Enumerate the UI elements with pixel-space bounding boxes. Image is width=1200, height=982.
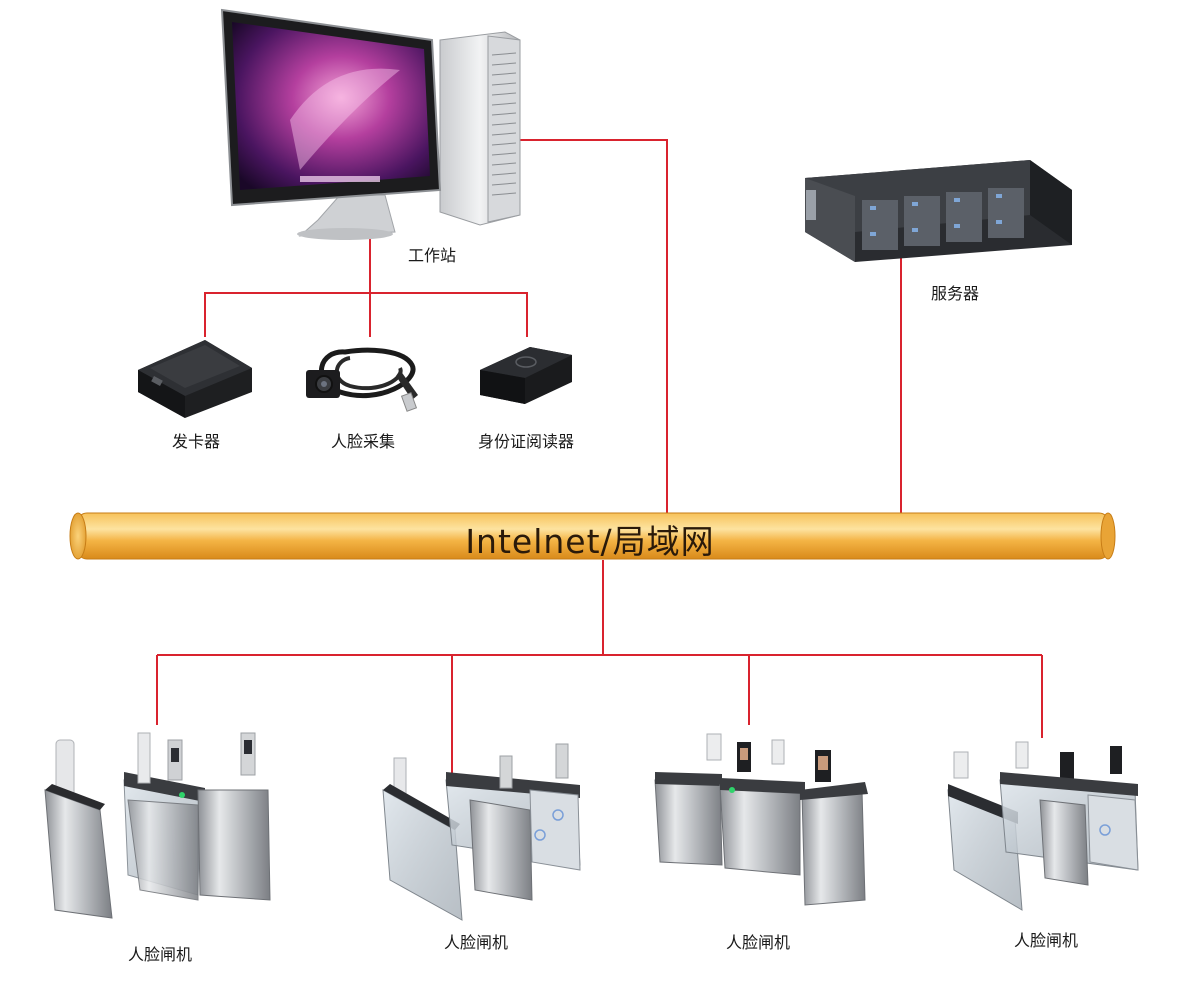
id-reader-label: 身份证阅读器 <box>478 432 574 451</box>
network-bus <box>69 512 1116 560</box>
peripherals-bus-line <box>204 292 528 337</box>
workstation-to-network-link <box>516 139 668 516</box>
network-label: Intelnet/局域网 <box>465 522 715 561</box>
card-issuer-icon <box>138 340 252 418</box>
rack-server-icon <box>805 160 1072 262</box>
gate-4-label: 人脸闸机 <box>1014 931 1078 950</box>
id-card-reader-icon <box>480 347 572 404</box>
usb-camera-icon <box>306 347 418 412</box>
gate-2-label: 人脸闸机 <box>444 933 508 952</box>
gate-1-label: 人脸闸机 <box>128 945 192 964</box>
workstation-label: 工作站 <box>408 246 456 265</box>
turnstile-gate-icon <box>654 733 868 906</box>
turnstile-gate-icon <box>947 741 1139 911</box>
connection-lines <box>156 139 1043 780</box>
turnstile-gate-icon <box>44 732 271 919</box>
gate-3-label: 人脸闸机 <box>726 933 790 952</box>
workstation-computer-icon <box>220 8 521 240</box>
face-capture-label: 人脸采集 <box>331 432 395 451</box>
turnstile-gate-icon <box>382 743 581 921</box>
server-label: 服务器 <box>931 284 979 303</box>
card-issuer-label: 发卡器 <box>172 432 220 451</box>
